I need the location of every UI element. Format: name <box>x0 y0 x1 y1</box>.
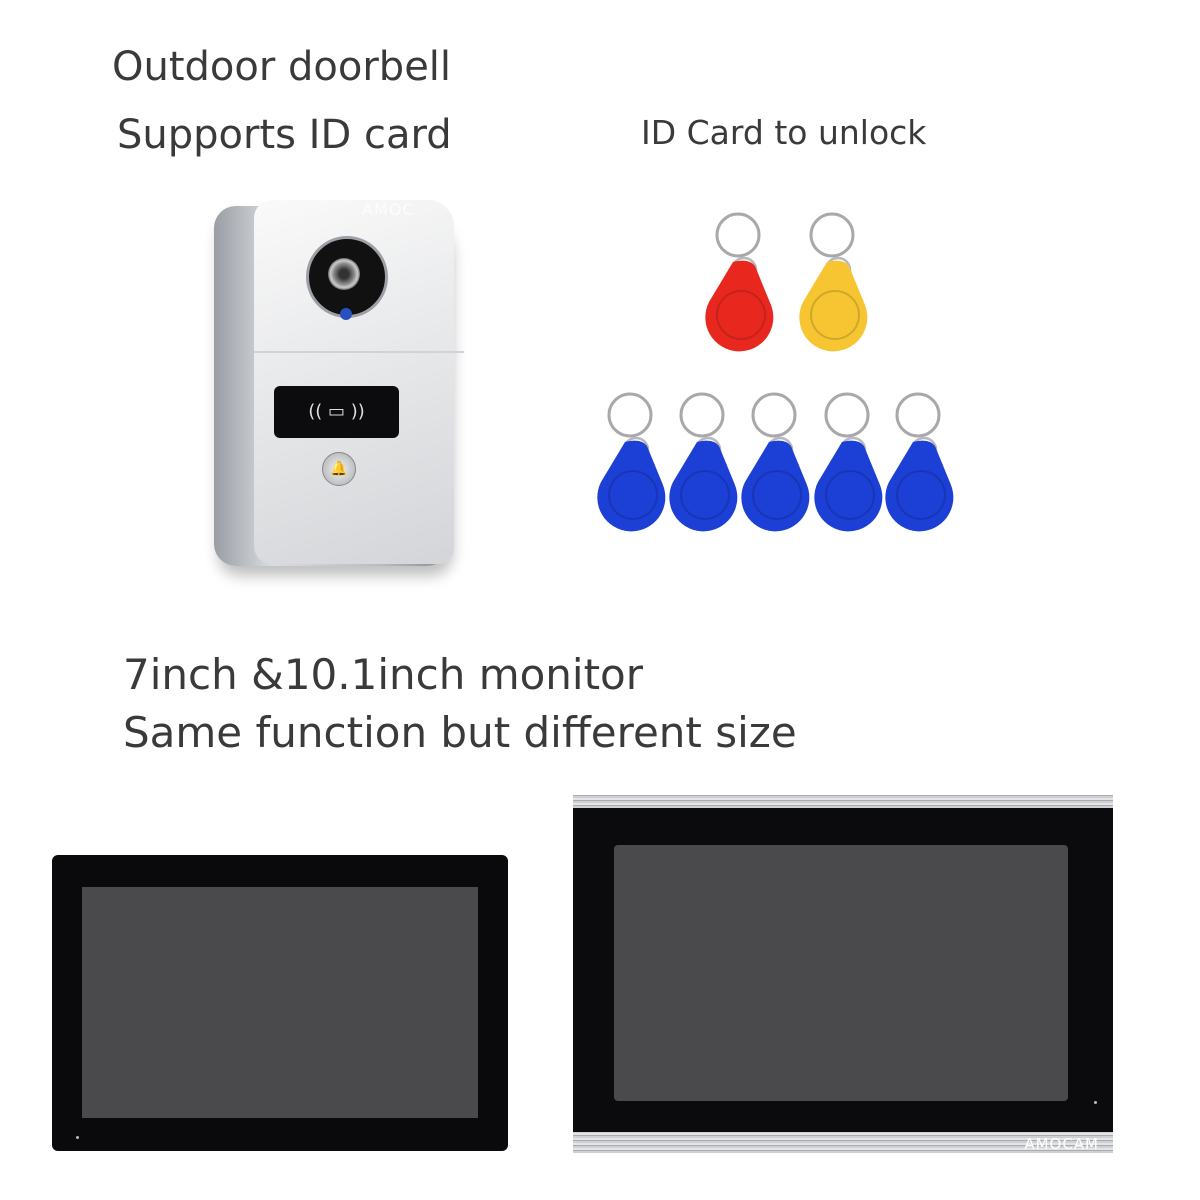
watermark: AMOC <box>362 200 415 219</box>
key-ring-icon <box>824 392 870 438</box>
key-ring-icon <box>715 212 761 258</box>
keyfob-4 <box>741 392 810 532</box>
keyfob-inner <box>810 290 860 340</box>
key-ring-icon <box>607 392 653 438</box>
monitor-screen <box>614 845 1068 1101</box>
keyfob-2 <box>597 392 666 532</box>
keyfob-body <box>669 440 738 532</box>
key-ring-icon <box>679 392 725 438</box>
keyfob-body <box>597 440 666 532</box>
card-reader: (( ▭ )) <box>274 386 399 438</box>
keyfob-body <box>814 440 883 532</box>
keyfob-1 <box>799 212 868 352</box>
monitor-10inch: AMOCAM <box>573 795 1113 1153</box>
bell-button-icon: 🔔 <box>322 452 356 486</box>
watermark: AMOCAM <box>1024 1135 1099 1153</box>
doorbell-subtitle: Supports ID card <box>117 112 452 158</box>
keyfob-body <box>741 440 810 532</box>
key-ring-icon <box>809 212 855 258</box>
monitor-7inch <box>52 855 508 1151</box>
keyfob-inner <box>608 470 658 520</box>
keyfob-0 <box>705 212 774 352</box>
monitor-subtitle: Same function but different size <box>123 708 797 757</box>
keyfob-body <box>799 260 868 352</box>
idcard-title: ID Card to unlock <box>641 113 927 152</box>
key-ring-icon <box>895 392 941 438</box>
keyfob-3 <box>669 392 738 532</box>
divider <box>254 351 464 353</box>
monitor-bezel <box>573 808 1113 1132</box>
led-indicator <box>340 308 352 320</box>
keyfob-inner <box>896 470 946 520</box>
monitor-title: 7inch &10.1inch monitor <box>123 650 644 699</box>
keyfob-inner <box>680 470 730 520</box>
keyfob-5 <box>814 392 883 532</box>
keyfob-inner <box>716 290 766 340</box>
monitor-screen <box>82 887 478 1118</box>
doorbell-image: AMOC (( ▭ )) 🔔 <box>214 196 464 580</box>
camera-lens-icon <box>328 258 360 290</box>
keyfob-inner <box>825 470 875 520</box>
key-ring-icon <box>751 392 797 438</box>
keyfob-body <box>885 440 954 532</box>
keyfob-6 <box>885 392 954 532</box>
keyfob-inner <box>752 470 802 520</box>
keyfob-body <box>705 260 774 352</box>
doorbell-title: Outdoor doorbell <box>112 44 452 90</box>
power-led <box>1094 1101 1097 1104</box>
power-led <box>76 1136 79 1139</box>
keyfob-group <box>597 212 954 532</box>
